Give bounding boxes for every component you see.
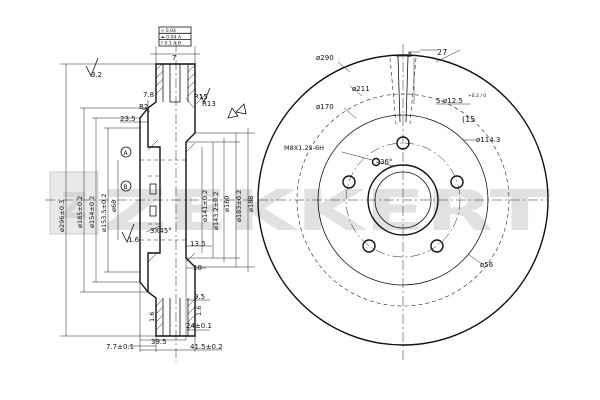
dim-holes: 5-ø12.5 [436, 97, 463, 105]
tolerance-row-3: ⫽ 0.1 A B [160, 41, 181, 47]
front-view-labels: ø290 ø211 ø170 5 27 5-ø12.5 +0.2 / 0 (15… [284, 48, 500, 269]
dim-1-6-b: 1.6 [148, 312, 156, 322]
dim-68: ø68 [110, 200, 118, 212]
dim-9-5: 9.5 [194, 293, 205, 301]
dim-13-5: 13.5 [190, 240, 206, 248]
dim-27: 27 [437, 48, 447, 57]
dim-160: ø160 [223, 196, 231, 212]
dim-290: ø290 [316, 54, 334, 62]
side-view-labels: 3.2 7 7.8 R15 R2 R13 23.5 A B ø296±0.3 ø… [58, 54, 255, 351]
dim-188: ø188 [247, 196, 255, 212]
dim-10: 10 [193, 264, 202, 272]
dim-154: ø154±0.2 [88, 196, 96, 228]
thread-hole [371, 157, 381, 167]
datum-b: B [124, 184, 128, 191]
bolt-holes [342, 136, 464, 253]
dim-holes-tolerance: +0.2 / 0 [468, 93, 486, 99]
dim-5: 5 [408, 51, 412, 59]
tolerance-row-2: ⌯ 0.04 A [161, 34, 182, 40]
datum-a: A [124, 150, 129, 157]
dim-r15: R15 [194, 93, 208, 101]
dim-185: ø185±0.2 [76, 196, 84, 228]
dim-1-6-a: 1.6 [128, 236, 140, 244]
dim-143-2: ø143.2±0.2 [212, 192, 220, 230]
brand-wordmark: ZEKKERT [103, 179, 550, 244]
dim-7-8: 7.8 [143, 91, 154, 99]
dim-296: ø296±0.3 [58, 200, 66, 232]
front-view [257, 44, 549, 360]
brand-logo: Z ZEKKERT [49, 171, 550, 244]
dim-23-5: 23.5 [120, 115, 136, 123]
dim-56: ø56 [480, 261, 494, 269]
geometric-tolerance-frame: ⌭ 0.04 ⌯ 0.04 A ⫽ 0.1 A B [158, 26, 192, 47]
tolerance-row-1: ⌭ 0.04 [161, 28, 176, 34]
svg-text:Z: Z [61, 186, 87, 227]
dim-1-6-c: 1.6 [195, 306, 203, 316]
dim-chamfer: 3X45° [150, 227, 172, 235]
dim-7: 7 [172, 54, 176, 62]
dim-24: 24±0.1 [186, 322, 212, 330]
dim-thread: M8X1.25-6H [284, 144, 324, 152]
side-section-view [45, 42, 255, 362]
dim-41-5: 41.5±0.2 [190, 343, 223, 351]
dim-36: 36° [380, 158, 392, 166]
dim-211: ø211 [352, 85, 370, 93]
dim-183: ø183±0.2 [235, 190, 243, 222]
dim-15: (15 [462, 115, 475, 124]
dim-153-5: ø153.5±0.2 [100, 194, 108, 232]
dim-7-7: 7.7±0.1 [106, 343, 134, 351]
dim-114-3: ø114.3 [476, 136, 500, 144]
dim-39-5: 39.5 [151, 338, 167, 346]
roughness-32: 3.2 [91, 71, 102, 79]
dim-141: ø141±0.2 [201, 190, 209, 222]
dim-r13: R13 [202, 100, 216, 108]
dim-r2: R2 [139, 103, 148, 111]
dim-170: ø170 [316, 103, 334, 111]
